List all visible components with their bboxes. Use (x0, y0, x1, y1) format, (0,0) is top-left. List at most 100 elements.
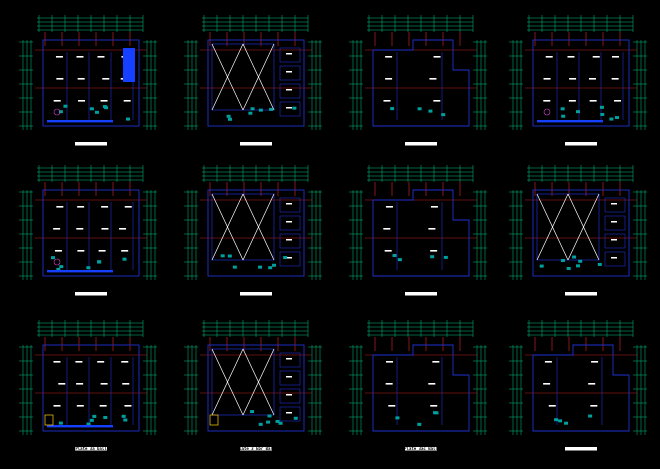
sheet-s6 (184, 165, 322, 296)
room-label (286, 239, 292, 241)
room-label (123, 100, 131, 102)
room-label (101, 206, 109, 208)
walls (372, 344, 470, 432)
fixture (292, 106, 297, 110)
fixture (597, 262, 602, 266)
interior (53, 357, 134, 425)
room (279, 352, 301, 368)
building-outline (532, 39, 630, 127)
fixtures (47, 104, 131, 123)
fixture (268, 266, 273, 270)
sheet-s9: Plate 3a ball (19, 320, 157, 451)
title-block: Plate 3a ball (75, 446, 107, 451)
room-label (385, 78, 393, 80)
corridor-strip (537, 120, 603, 123)
door-swing (53, 108, 61, 116)
fixture (283, 256, 288, 260)
building-outline (207, 344, 305, 432)
fixture (267, 414, 272, 418)
room (279, 65, 301, 81)
fixture (275, 419, 280, 423)
room-label (428, 383, 436, 385)
fixture (430, 255, 435, 259)
void-area (211, 348, 301, 422)
fixture (269, 107, 274, 111)
title-block (240, 292, 272, 296)
fixture (104, 106, 109, 110)
fixture (554, 418, 559, 422)
room-label (614, 100, 622, 102)
fixture (58, 421, 63, 425)
fixtures (537, 105, 620, 123)
building-outline (42, 344, 140, 432)
fixtures (44, 414, 128, 428)
fixture (417, 107, 422, 111)
walls (42, 344, 140, 432)
room-label (75, 361, 83, 363)
fixtures (395, 411, 439, 426)
void-frame (536, 193, 600, 261)
sheet-title: Plate 3 Ebr Ball (237, 446, 276, 451)
room-label (121, 361, 129, 363)
staircase-block (123, 48, 135, 82)
void-cross (567, 193, 600, 261)
fixture (443, 255, 448, 259)
fixture (123, 418, 128, 422)
fixture (441, 113, 446, 117)
room-label (433, 100, 441, 102)
fixture (86, 266, 91, 270)
grid-lines (35, 182, 147, 239)
void-area (211, 193, 301, 267)
title-block (405, 292, 437, 296)
room (279, 197, 301, 213)
walls (42, 189, 140, 277)
interior (543, 52, 624, 120)
fixture (266, 420, 271, 424)
dimension-lines (349, 15, 487, 130)
room-label (589, 100, 597, 102)
void-cross (211, 193, 244, 261)
room-label (383, 228, 391, 230)
fixture (89, 107, 94, 111)
fixture (600, 112, 605, 116)
room (279, 215, 301, 231)
room-label (53, 361, 61, 363)
room-label (545, 56, 553, 58)
room-label (53, 228, 61, 230)
title-box (240, 447, 272, 451)
room-label (384, 250, 392, 252)
corridor-strip (47, 425, 113, 428)
walls (42, 39, 140, 127)
void-cross (242, 43, 275, 111)
building-outline (372, 344, 470, 432)
room-label (286, 71, 292, 73)
grid-lines (525, 182, 637, 239)
dimension-lines (19, 15, 157, 130)
building-outline (42, 39, 140, 127)
sheet-s8 (509, 165, 647, 296)
room-label (385, 56, 393, 58)
door-swing (53, 258, 61, 266)
fixture (561, 114, 566, 118)
room-label (543, 383, 551, 385)
room-label (56, 78, 64, 80)
building-outline (532, 344, 630, 432)
room-label (101, 228, 109, 230)
fixture (390, 107, 395, 111)
walls (207, 39, 305, 127)
room-label (386, 361, 394, 363)
room-label (124, 206, 132, 208)
room-label (286, 358, 292, 360)
sheet-s5 (19, 165, 157, 296)
title-block (240, 142, 272, 146)
room-label (99, 405, 107, 407)
room-label (286, 221, 292, 223)
corridor-strip (47, 270, 113, 273)
room-label (76, 383, 84, 385)
room-label (548, 405, 556, 407)
fixture (258, 422, 263, 426)
room-label (591, 361, 599, 363)
fixtures (220, 254, 288, 270)
title-block (565, 292, 597, 296)
fixture (572, 255, 577, 259)
